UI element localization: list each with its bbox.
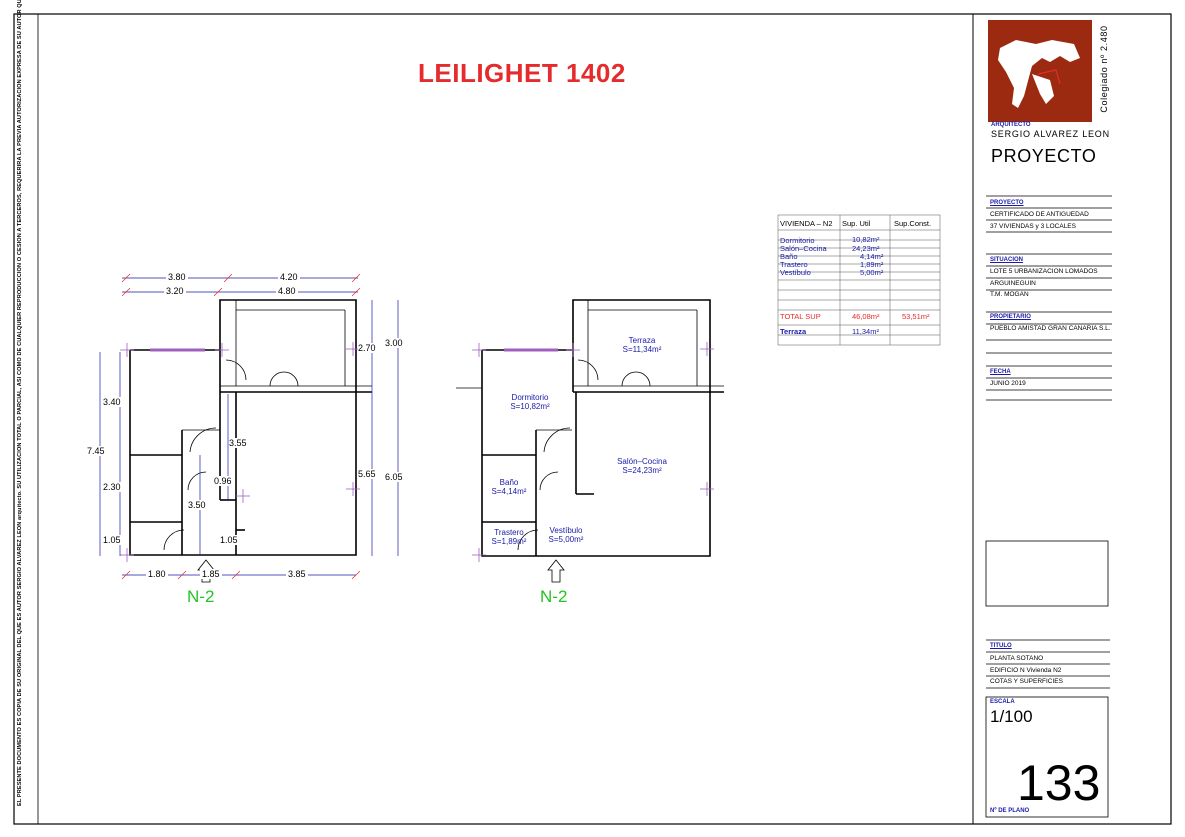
dim-top-inner-2: 4.80 <box>276 286 298 296</box>
room-dormitorio-area: S=10,82m² <box>510 402 550 411</box>
table-terrace-label: Terraza <box>780 327 807 336</box>
dim-left-part-3: 1.05 <box>103 535 121 545</box>
entrance-label-left: N-2 <box>187 587 215 606</box>
table-row-util: 10,82m² <box>852 235 880 244</box>
situacion-line-3: T.M. MOGAN <box>990 291 1029 298</box>
table-terrace-util: 11,34m² <box>852 327 879 336</box>
propietario-label: PROPIETARIO <box>990 314 1031 320</box>
dim-left-part-2: 2.30 <box>103 482 121 492</box>
table-row-util: 24,23m² <box>852 244 880 253</box>
room-terraza: Terraza S=11,34m² <box>612 336 672 354</box>
dim-right-outer-1: 3.00 <box>385 338 403 348</box>
room-dormitorio: Dormitorio S=10,82m² <box>500 393 560 411</box>
window-marks-left <box>120 342 360 562</box>
table-row-name: Vestíbulo <box>780 268 811 277</box>
situacion-line-2: ARGUINEGUIN <box>990 280 1036 287</box>
room-vestibulo-name: Vestíbulo <box>549 526 583 535</box>
table-total-label: TOTAL SUP <box>780 312 821 321</box>
fecha-value: JUNIO 2019 <box>990 380 1026 387</box>
titulo-label: TITULO <box>990 643 1012 649</box>
table-total-util: 46,08m² <box>852 312 880 321</box>
dimension-ticks <box>121 273 361 580</box>
dim-top-outer-2: 4.20 <box>278 272 300 282</box>
escala-label: ESCALA <box>990 699 1015 705</box>
room-salon-cocina-area: S=24,23m² <box>622 466 662 475</box>
plan-areas <box>456 299 724 557</box>
inner-frame <box>37 13 1172 825</box>
room-salon-cocina-name: Salón–Cocina <box>617 457 667 466</box>
table-total-const: 53,51m² <box>902 312 930 321</box>
table-row-name: Salón–Cocina <box>780 244 827 253</box>
dim-right-part-2: 5.65 <box>358 469 376 479</box>
room-trastero: Trastero S=1,89m² <box>484 528 534 546</box>
room-terraza-name: Terraza <box>628 336 656 345</box>
project-stage: PROYECTO <box>991 146 1097 166</box>
dim-left-part-1: 3.40 <box>103 397 121 407</box>
table-header-const: Sup.Const. <box>894 219 932 228</box>
situacion-label: SITUACION <box>990 257 1023 263</box>
dim-right-part-1: 2.70 <box>358 343 376 353</box>
fecha-label: FECHA <box>990 369 1011 375</box>
dim-inner-3: 3.50 <box>188 500 206 510</box>
sheet-title: LEILIGHET 1402 <box>418 58 626 88</box>
dim-bottom-3: 3.85 <box>286 569 308 579</box>
dim-left-total: 7.45 <box>87 446 105 456</box>
propietario-line-1: PUEBLO AMISTAD GRAN CANARIA S.L. <box>990 325 1111 332</box>
table-row-name: Trastero <box>780 260 808 269</box>
proyecto-label: PROYECTO <box>990 200 1024 206</box>
dim-inner-4: 1.05 <box>220 535 238 545</box>
table-row-util: 4,14m² <box>860 252 884 261</box>
table-row-util: 1,89m² <box>860 260 884 269</box>
room-bano-name: Baño <box>499 478 519 487</box>
escala-value: 1/100 <box>990 707 1033 726</box>
table-header-util: Sup. Util <box>842 219 871 228</box>
titulo-line-1: PLANTA SOTANO <box>990 655 1044 662</box>
room-bano: Baño S=4,14m² <box>484 478 534 496</box>
architect-role: ARQUITECTO <box>991 122 1031 128</box>
area-table-grid <box>777 214 941 346</box>
architect-logo <box>998 40 1080 108</box>
table-header-vivienda: VIVIENDA – N2 <box>780 219 833 228</box>
room-salon-cocina: Salón–Cocina S=24,23m² <box>607 457 677 475</box>
architect-name: SERGIO ALVAREZ LEON <box>991 129 1110 139</box>
room-bano-area: S=4,14m² <box>491 487 527 496</box>
situacion-line-1: LOTE 5 URBANIZACION LOMADOS <box>990 268 1098 275</box>
dim-inner-1: 3.55 <box>229 438 247 448</box>
plano-label: Nº DE PLANO <box>990 808 1030 814</box>
room-trastero-area: S=1,89m² <box>491 537 527 546</box>
titulo-line-3: COTAS Y SUPERFICIES <box>990 678 1063 685</box>
window-marks-right <box>472 342 714 562</box>
entrance-label-right: N-2 <box>540 587 568 606</box>
dimension-lines <box>99 277 399 576</box>
dim-bottom-1: 1.80 <box>146 569 168 579</box>
dim-top-inner-1: 3.20 <box>164 286 186 296</box>
proyecto-line-2: 37 VIVIENDAS y 3 LOCALES <box>990 223 1076 230</box>
plano-number: 133 <box>1017 755 1101 811</box>
dim-inner-2: 0.96 <box>214 476 232 486</box>
plan-dimensions <box>129 299 372 556</box>
room-terraza-area: S=11,34m² <box>622 345 662 354</box>
colegiado-number: Colegiado nº 2.480 <box>1099 25 1109 113</box>
proyecto-line-1: CERTIFICADO DE ANTIGUEDAD <box>990 211 1089 218</box>
table-row-name: Dormitorio <box>780 236 815 245</box>
room-dormitorio-name: Dormitorio <box>511 393 549 402</box>
dim-right-outer-2: 6.05 <box>385 472 403 482</box>
entrance-arrows <box>197 559 565 583</box>
dim-top-outer-1: 3.80 <box>166 272 188 282</box>
room-trastero-name: Trastero <box>494 528 524 537</box>
title-block-grid <box>985 20 1112 818</box>
dim-bottom-2: 1.85 <box>200 569 222 579</box>
room-vestibulo-area: S=5,00m² <box>548 535 584 544</box>
table-row-name: Baño <box>780 252 798 261</box>
table-row-util: 5,00m² <box>860 268 884 277</box>
room-vestibulo: Vestíbulo S=5,00m² <box>538 526 594 544</box>
titulo-line-2: EDIFICIO N Vivienda N2 <box>990 667 1062 674</box>
